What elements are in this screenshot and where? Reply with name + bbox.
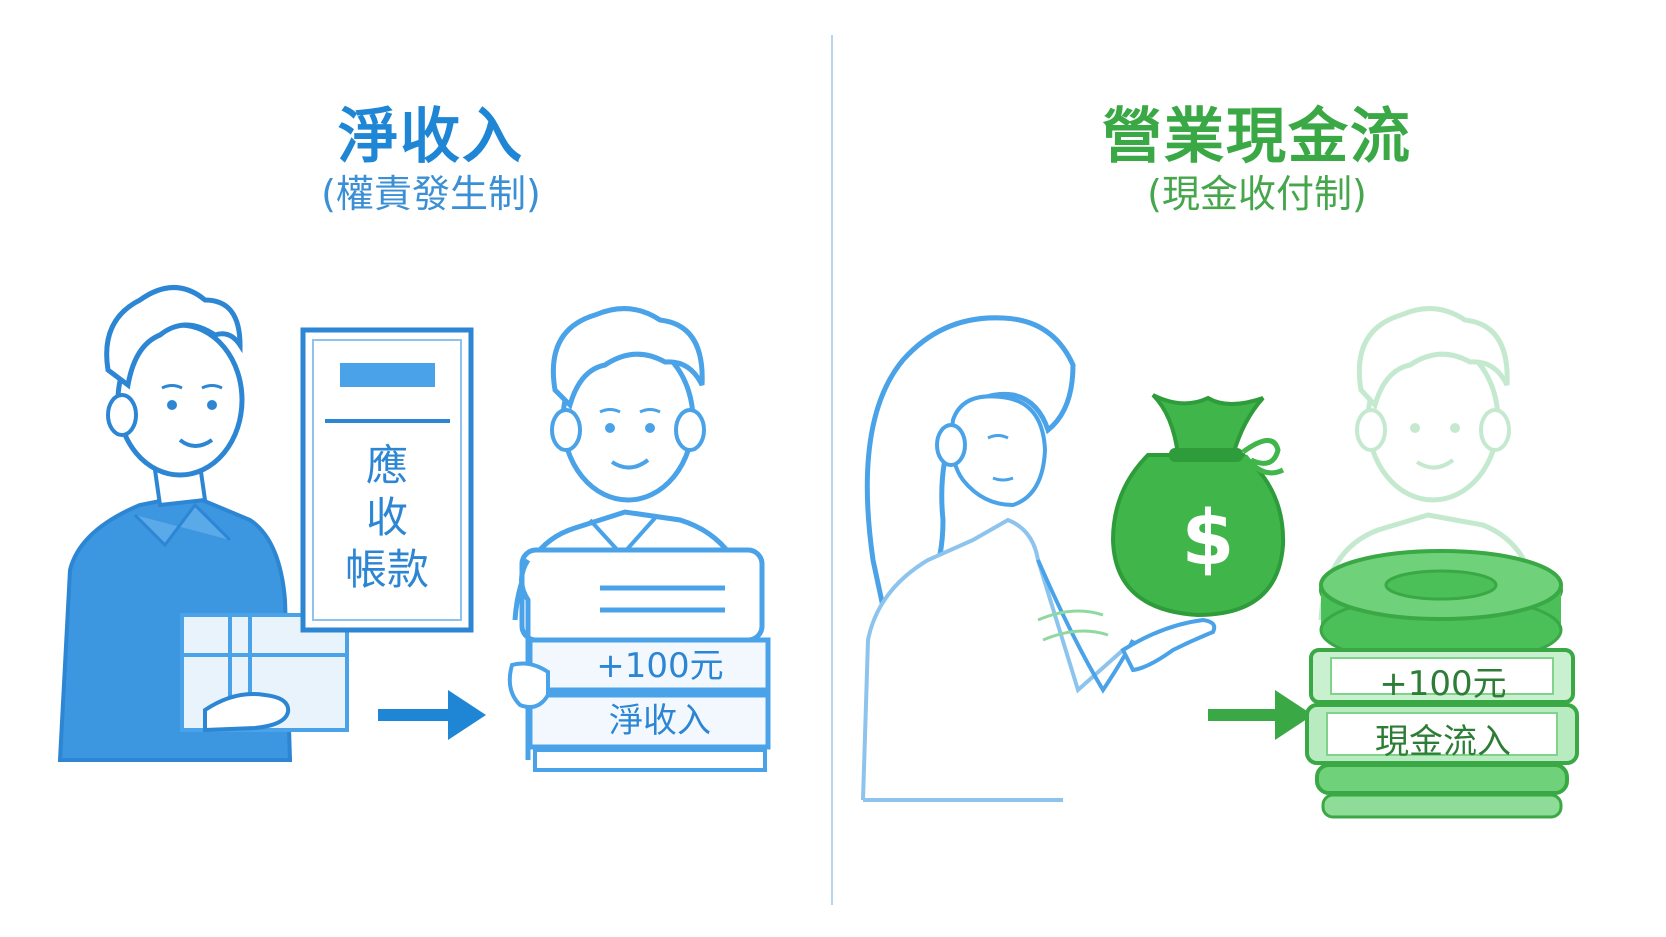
ledger-amount: +100元 (565, 645, 755, 687)
accounts-receivable-line-1: 應 (303, 440, 471, 492)
coin-label: 現金流入 (1333, 722, 1553, 762)
accounts-receivable-line-2: 收 (303, 492, 471, 544)
operating-cash-flow-panel: 營業現金流 (現金收付制) (833, 0, 1666, 937)
ledger-label: 淨收入 (565, 700, 755, 742)
accounts-receivable-line-3: 帳款 (303, 544, 471, 596)
net-income-panel: 淨收入 (權責發生制) (0, 0, 833, 937)
accounts-receivable-label: 應 收 帳款 (303, 440, 471, 596)
dollar-sign: $ (1163, 495, 1253, 581)
arrow-right-icon (378, 690, 486, 740)
coin-amount: +100元 (1338, 664, 1548, 704)
arrow-right-icon (1208, 690, 1313, 740)
cash-flow-illustration (833, 0, 1666, 937)
